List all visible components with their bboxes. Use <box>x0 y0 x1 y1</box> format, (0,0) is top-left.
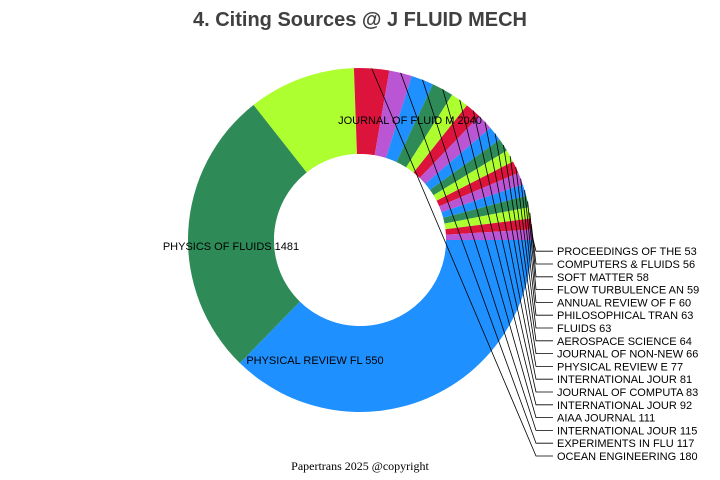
leader-line-10 <box>494 133 553 367</box>
slice-annual-review-of-f-15 <box>441 184 527 218</box>
slice-computers-fluids-18 <box>445 218 532 235</box>
slice-international-jour-9 <box>419 116 491 184</box>
leader-lines-layer <box>371 68 553 457</box>
slice-label-proceedings-of-the-19: PROCEEDINGS OF THE 53 <box>557 246 697 258</box>
slice-fluids-13 <box>436 161 519 207</box>
slice-aiaa-journal-6 <box>396 84 453 168</box>
slice-label-journal-of-non-new-11: JOURNAL OF NON-NEW 66 <box>557 349 698 361</box>
slice-label-fluids-13: FLUIDS 63 <box>557 323 611 335</box>
leader-line-12 <box>509 155 553 342</box>
leader-line-17 <box>529 212 553 278</box>
slice-international-jour-7 <box>406 94 467 173</box>
leader-line-8 <box>472 110 553 393</box>
slice-label-physical-review-e-10: PHYSICAL REVIEW E 77 <box>557 361 683 373</box>
slice-label-aerospace-science-12: AEROSPACE SCIENCE 64 <box>557 336 692 348</box>
leader-line-7 <box>459 99 553 406</box>
slice-label-international-jour-9: INTERNATIONAL JOUR 81 <box>557 374 692 386</box>
slice-label-annual-review-of-f-15: ANNUAL REVIEW OF F 60 <box>557 297 691 309</box>
slice-label-flow-turbulence-an-16: FLOW TURBULENCE AN 59 <box>557 285 699 297</box>
slice-journal-of-computa-8 <box>413 105 480 179</box>
slice-label-experiments-in-flu-4: EXPERIMENTS IN FLU 117 <box>557 438 694 450</box>
slice-physical-review-fl-2 <box>253 68 357 173</box>
leader-line-15 <box>524 190 553 303</box>
slice-label-aiaa-journal-6: AIAA JOURNAL 111 <box>557 413 655 425</box>
leader-line-13 <box>515 167 553 329</box>
slice-label-ocean-engineering-3: OCEAN ENGINEERING 180 <box>557 451 698 463</box>
leader-line-16 <box>527 201 553 291</box>
chart-title: 4. Citing Sources @ J FLUID MECH <box>193 9 527 31</box>
slice-label-journal-of-computa-8: JOURNAL OF COMPUTA 83 <box>557 387 698 399</box>
slice-journal-of-fluid-m-0 <box>239 240 533 413</box>
slice-label-soft-matter-17: SOFT MATTER 58 <box>557 272 649 284</box>
leader-line-3 <box>371 68 553 457</box>
leader-line-19 <box>531 234 553 252</box>
slice-label-computers-fluids-18: COMPUTERS & FLUIDS 56 <box>557 259 695 271</box>
slice-journal-of-non-new-11 <box>429 139 507 196</box>
leader-line-6 <box>442 89 553 419</box>
slice-label-journal-of-fluid-m: JOURNAL OF FLUID M 2040 <box>338 115 482 127</box>
slice-label-philosophical-tran-14: PHILOSOPHICAL TRAN 63 <box>557 310 693 322</box>
slice-label-physical-review-fl: PHYSICAL REVIEW FL 550 <box>246 355 383 367</box>
slice-international-jour-5 <box>385 75 433 163</box>
slice-physics-of-fluids-1 <box>188 104 307 364</box>
donut-hole <box>274 154 446 326</box>
copyright-footer: Papertrans 2025 @copyright <box>291 459 429 473</box>
leader-line-9 <box>484 121 553 380</box>
leader-line-11 <box>503 144 553 355</box>
leader-line-4 <box>400 72 553 444</box>
slice-label-international-jour-5: INTERNATIONAL JOUR 115 <box>557 425 697 437</box>
leader-line-5 <box>422 79 553 431</box>
slice-label-international-jour-7: INTERNATIONAL JOUR 92 <box>557 400 692 412</box>
leader-line-14 <box>520 178 553 316</box>
slice-philosophical-tran-14 <box>439 172 523 213</box>
slice-experiments-in-flu-4 <box>374 70 412 158</box>
slice-proceedings-of-the-19 <box>445 229 532 240</box>
slice-label-physics-of-fluids: PHYSICS OF FLUIDS 1481 <box>163 241 299 253</box>
